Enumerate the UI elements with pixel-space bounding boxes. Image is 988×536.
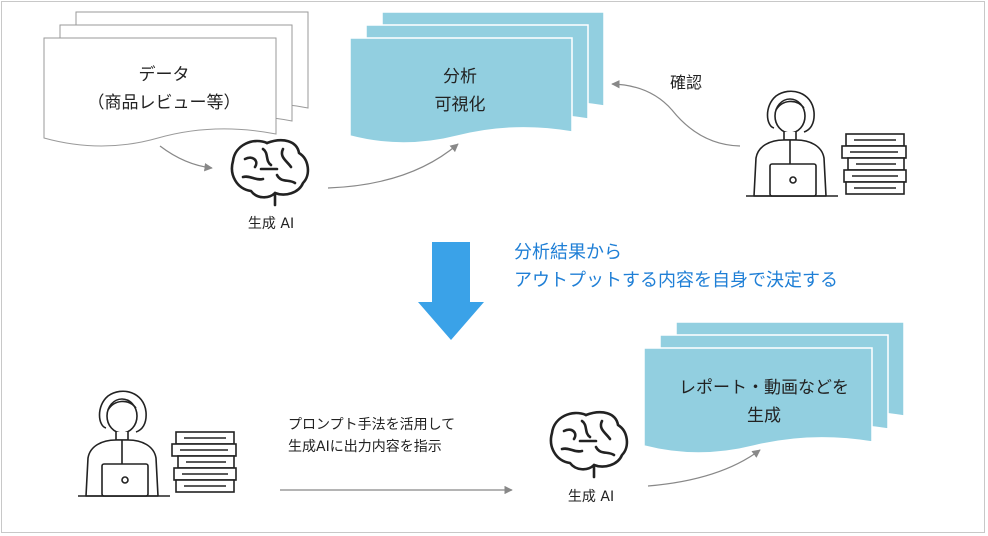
book-stack-icon — [171, 431, 237, 493]
person-at-laptop-icon — [78, 390, 170, 497]
data-doc-sheet-1 — [43, 37, 277, 147]
center-note-line1: 分析結果から — [514, 242, 622, 263]
ai-label-top: 生成 AI — [247, 216, 295, 232]
analysis-doc-title: 分析 — [443, 67, 477, 87]
data-doc-subtitle: （商品レビュー等） — [87, 93, 241, 113]
arrow-ai-to-analysis — [327, 143, 459, 189]
data-doc-title: データ — [138, 65, 190, 85]
brain-icon — [230, 139, 310, 207]
prompt-note-line1: プロンプト手法を活用して — [288, 417, 456, 433]
output-doc-subtitle: 生成 — [747, 406, 781, 426]
arrow-confirm — [611, 80, 741, 147]
data-document-stack — [43, 11, 309, 147]
output-doc-title: レポート・動画などを — [679, 378, 849, 398]
down-arrow — [418, 242, 484, 340]
confirm-label: 確認 — [670, 73, 703, 92]
person-at-laptop-icon — [746, 90, 838, 197]
output-doc-sheet-1 — [643, 347, 873, 454]
book-stack-icon — [841, 133, 907, 195]
analysis-doc-subtitle: 可視化 — [434, 95, 486, 115]
brain-icon — [549, 411, 629, 479]
output-document-stack — [643, 321, 905, 454]
center-note-line2: アウトプットする内容を自身で決定する — [514, 270, 838, 291]
arrow-data-to-ai — [159, 145, 213, 172]
arrow-ai-to-output — [647, 449, 761, 487]
prompt-note-line2: 生成AIに出力内容を指示 — [288, 439, 442, 455]
analysis-doc-sheet-1 — [349, 37, 573, 144]
analysis-document-stack — [349, 11, 605, 144]
ai-label-bottom: 生成 AI — [567, 489, 615, 505]
